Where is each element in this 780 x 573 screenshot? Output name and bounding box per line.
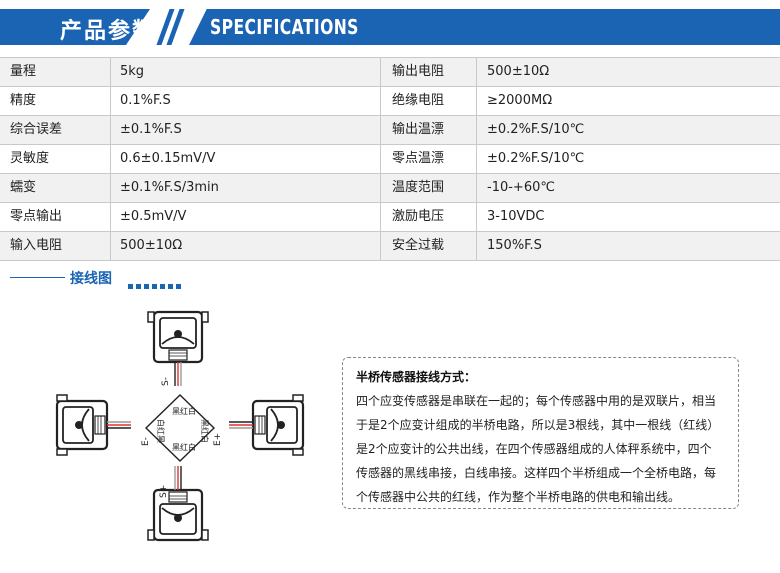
spec-label: 量程 [10, 64, 37, 79]
spec-label: 安全过载 [392, 238, 445, 253]
spec-row: 输入电阻 500±10Ω 安全过载 150%F.S [0, 232, 780, 261]
spec-value: -10-+60℃ [487, 180, 555, 195]
signal-top: S- [161, 377, 171, 386]
notes-title: 半桥传感器接线方式： [356, 370, 477, 384]
column-divider [476, 58, 477, 86]
wiring-diagram: 黑红白 黑红白 黑红白 白红黑 S- E+ E- S+ [55, 310, 305, 542]
spec-value: 0.6±0.15mV/V [120, 151, 216, 166]
spec-label: 灵敏度 [10, 151, 50, 166]
section-title-en: SPECIFICATIONS [210, 15, 359, 39]
notes-line: 是2个应变计的公共出线，在四个传感器组成的人体秤系统中，四个 [356, 442, 712, 456]
spec-label: 精度 [10, 93, 37, 108]
spec-table: 量程 5kg 输出电阻 500±10Ω 精度 0.1%F.S 绝缘电阻 ≥2000MΩ 综合误差… [0, 57, 780, 261]
spec-value: ±0.1%F.S/3min [120, 180, 219, 195]
label-bottom: 黑红白 [172, 442, 196, 452]
column-divider [380, 145, 381, 173]
notes-line: 传感器的黑线串接，白线串接。这样四个半桥组成一个全桥电路，每 [356, 466, 717, 480]
spec-value: 500±10Ω [120, 238, 183, 253]
spec-label: 激励电压 [392, 209, 445, 224]
spec-value: 5kg [120, 64, 145, 79]
column-divider [476, 145, 477, 173]
spec-value: ±0.1%F.S [120, 122, 182, 137]
notes-line: 个传感器中公共的红线，作为整个半桥电路的供电和输出线。 [356, 490, 681, 504]
column-divider [110, 116, 111, 144]
junction-diamond [144, 394, 216, 462]
spec-label: 零点输出 [10, 209, 63, 224]
section-header: 产品参数 SPECIFICATIONS [0, 0, 780, 52]
column-divider [476, 174, 477, 202]
spec-label: 输入电阻 [10, 238, 63, 253]
column-divider [476, 116, 477, 144]
spec-row: 量程 5kg 输出电阻 500±10Ω [0, 57, 780, 87]
column-divider [380, 58, 381, 86]
column-divider [380, 232, 381, 260]
signal-right: E+ [213, 433, 223, 446]
column-divider [110, 174, 111, 202]
spec-value: ±0.2%F.S/10℃ [487, 151, 585, 166]
header-banner-right [189, 9, 780, 45]
spec-label: 温度范围 [392, 180, 445, 195]
column-divider [380, 116, 381, 144]
spec-label: 蠕变 [10, 180, 37, 195]
section-title-cn: 产品参数 [60, 19, 157, 44]
column-divider [380, 203, 381, 231]
spec-value: ±0.2%F.S/10℃ [487, 122, 585, 137]
column-divider [110, 87, 111, 115]
sensor-top [146, 310, 210, 388]
column-divider [476, 232, 477, 260]
spec-value: ±0.5mV/V [120, 209, 187, 224]
notes-line: 于是2个应变计组成的半桥电路，所以是3根线，其中一根线（红线） [356, 418, 720, 432]
wiring-title-dots [128, 274, 184, 293]
wiring-title: 接线图 [70, 271, 112, 287]
label-right: 黑红白 [200, 419, 210, 443]
column-divider [476, 87, 477, 115]
header-banner-left [0, 9, 150, 45]
spec-row: 综合误差 ±0.1%F.S 输出温漂 ±0.2%F.S/10℃ [0, 116, 780, 145]
spec-row: 精度 0.1%F.S 绝缘电阻 ≥2000MΩ [0, 87, 780, 116]
spec-label: 输出电阻 [392, 64, 445, 79]
spec-label: 绝缘电阻 [392, 93, 445, 108]
spec-value: ≥2000MΩ [487, 93, 553, 108]
column-divider [476, 203, 477, 231]
label-top: 黑红白 [172, 406, 196, 416]
column-divider [110, 58, 111, 86]
notes-line: 四个应变传感器是串联在一起的；每个传感器中用的是双联片，相当 [356, 394, 717, 408]
spec-label: 输出温漂 [392, 122, 445, 137]
sensor-left [55, 393, 133, 457]
spec-value: 0.1%F.S [120, 93, 171, 108]
spec-value: 150%F.S [487, 238, 542, 253]
column-divider [110, 203, 111, 231]
spec-label: 零点温漂 [392, 151, 445, 166]
label-left: 白红黑 [156, 419, 166, 443]
wiring-notes: 半桥传感器接线方式： 四个应变传感器是串联在一起的；每个传感器中用的是双联片，相… [342, 357, 739, 509]
column-divider [380, 87, 381, 115]
spec-value: 500±10Ω [487, 64, 550, 79]
column-divider [380, 174, 381, 202]
wiring-title-rule [10, 277, 65, 278]
spec-label: 综合误差 [10, 122, 63, 137]
spec-row: 零点输出 ±0.5mV/V 激励电压 3-10VDC [0, 203, 780, 232]
spec-value: 3-10VDC [487, 209, 545, 224]
sensor-right [227, 393, 305, 457]
signal-bottom: S+ [159, 485, 169, 498]
sensor-bottom [146, 464, 210, 542]
spec-row: 灵敏度 0.6±0.15mV/V 零点温漂 ±0.2%F.S/10℃ [0, 145, 780, 174]
column-divider [110, 232, 111, 260]
spec-row: 蠕变 ±0.1%F.S/3min 温度范围 -10-+60℃ [0, 174, 780, 203]
signal-left: E- [141, 437, 151, 446]
column-divider [110, 145, 111, 173]
